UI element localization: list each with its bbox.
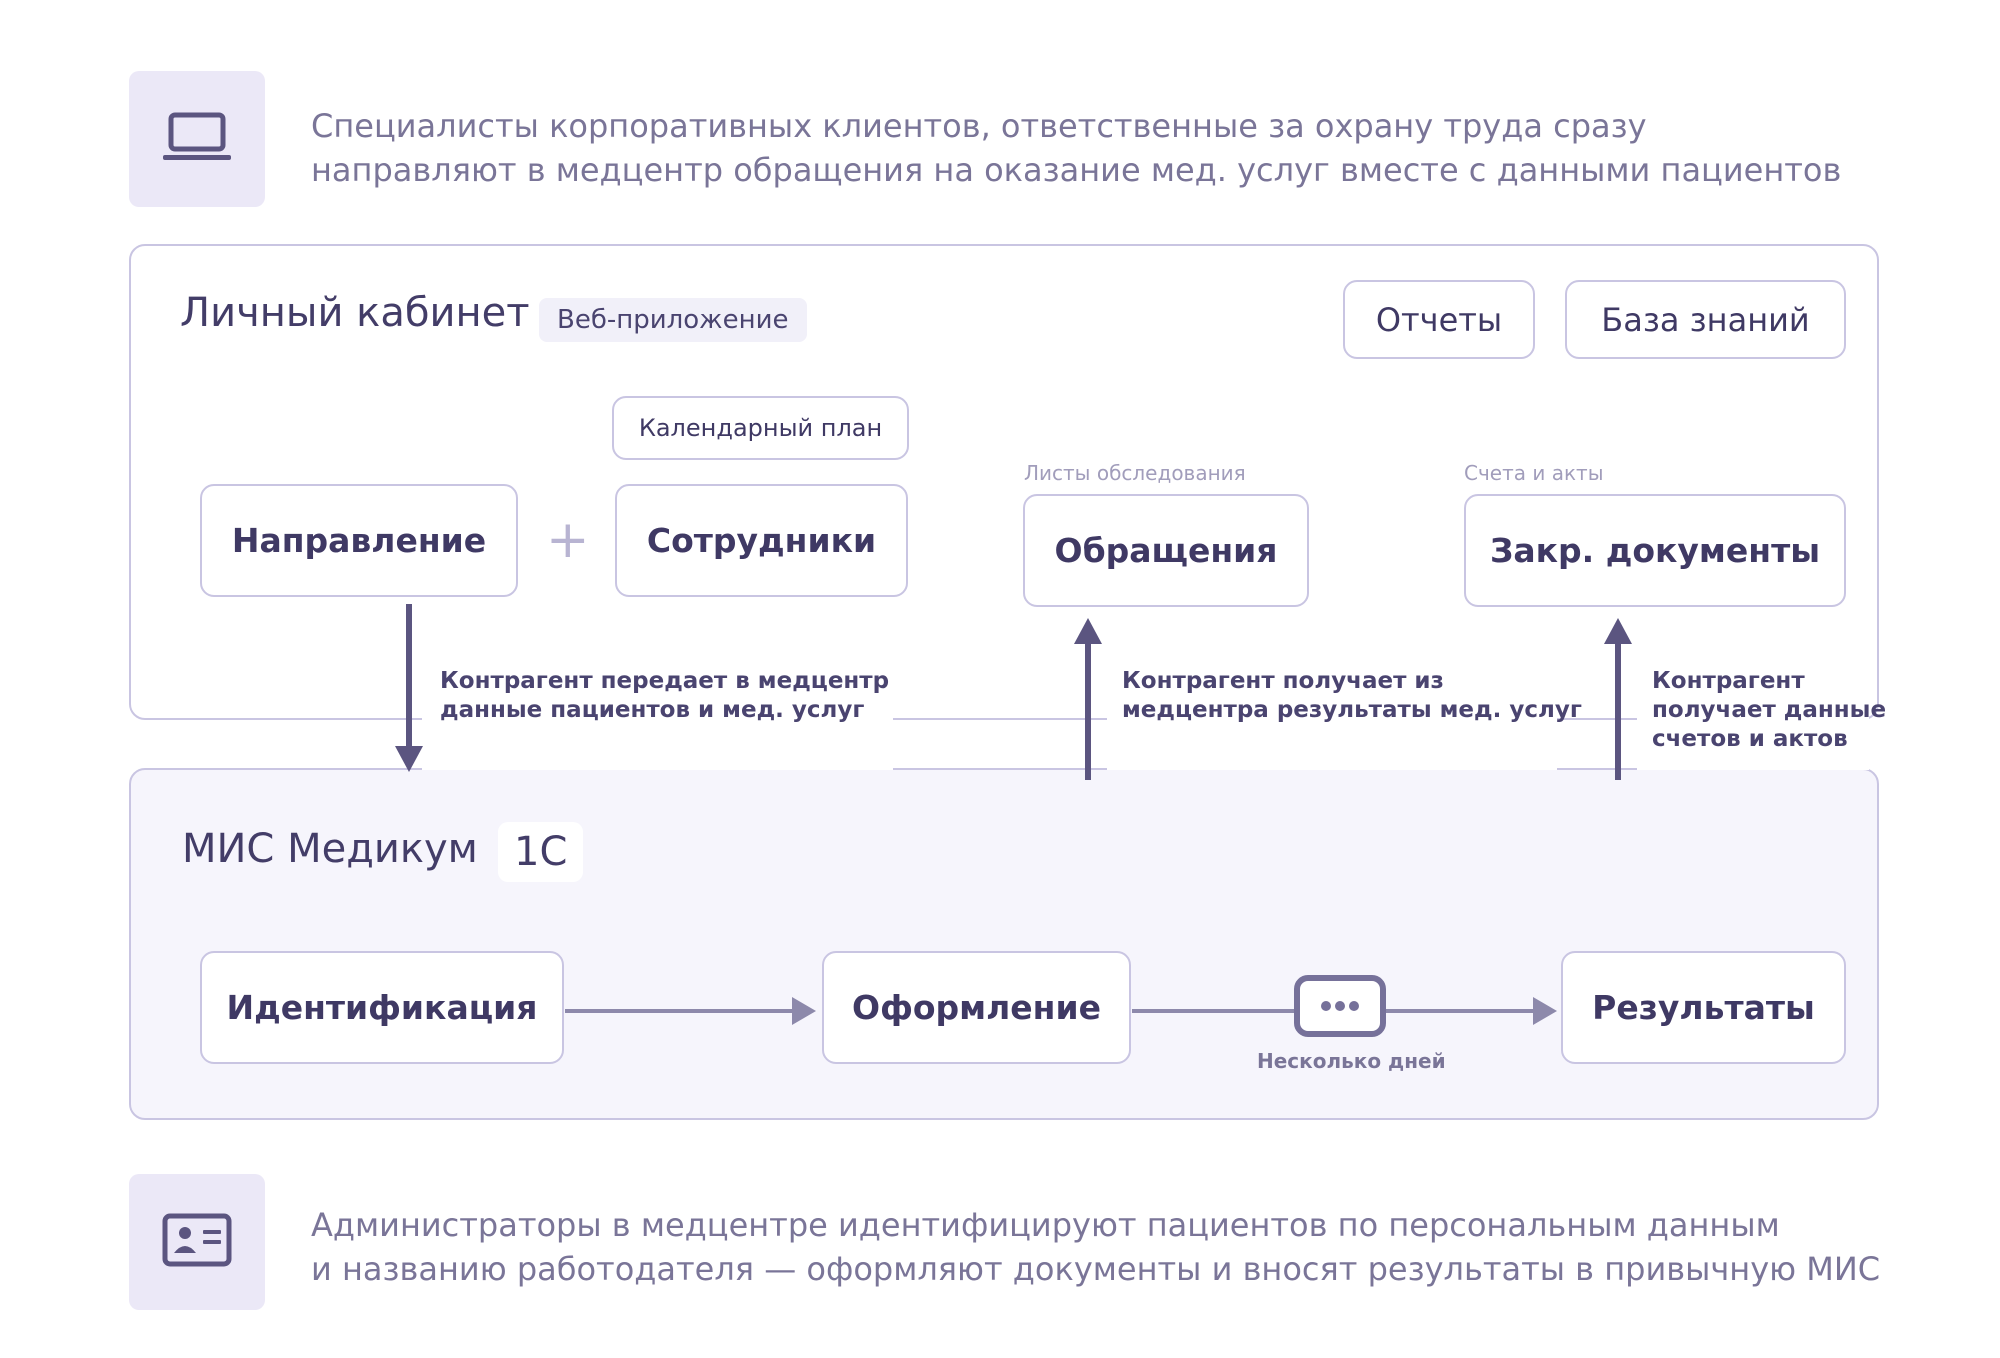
bills-note-line3: счетов и актов <box>1652 726 1848 752</box>
bills-note-line1: Контрагент <box>1652 668 1805 694</box>
calendar-plan-box[interactable]: Календарный план <box>612 396 909 460</box>
laptop-icon <box>161 107 233 171</box>
top-intro-line2: направляют в медцентр обращения на оказа… <box>311 151 1842 189</box>
plus-sign: + <box>546 510 590 570</box>
receive-note-line1: Контрагент получает из <box>1122 668 1444 694</box>
cabinet-title: Личный кабинет <box>180 290 530 336</box>
reports-button[interactable]: Отчеты <box>1343 280 1535 359</box>
top-intro-text: Специалисты корпоративных клиентов, отве… <box>311 104 1841 192</box>
bottom-intro-line2: и названию работодателя — оформляют доку… <box>311 1250 1881 1288</box>
id-card-icon <box>161 1211 233 1273</box>
appeals-caption: Листы обследования <box>1024 461 1246 485</box>
bills-note-line2: получает данные <box>1652 697 1887 723</box>
top-intro-line1: Специалисты корпоративных клиентов, отве… <box>311 107 1647 145</box>
send-note-line1: Контрагент передает в медцентр <box>440 668 890 694</box>
bottom-intro-line1: Администраторы в медцентре идентифицирую… <box>311 1206 1780 1244</box>
web-app-chip: Веб-приложение <box>539 298 807 342</box>
1c-chip: 1С <box>498 822 584 882</box>
receive-note: Контрагент получает из медцентра результ… <box>1122 667 1582 725</box>
gap-bills <box>1637 660 1869 770</box>
knowledge-base-button[interactable]: База знаний <box>1565 280 1846 359</box>
wait-label: Несколько дней <box>1257 1049 1446 1073</box>
mis-title: МИС Медикум <box>182 826 478 872</box>
laptop-icon-tile <box>129 71 265 207</box>
employees-box[interactable]: Сотрудники <box>615 484 908 597</box>
id-card-icon-tile <box>129 1174 265 1310</box>
gap-receive <box>1107 660 1557 770</box>
gap-send <box>422 660 893 770</box>
appeals-box[interactable]: Обращения <box>1023 494 1309 607</box>
send-note-line2: данные пациентов и мед. услуг <box>440 697 865 723</box>
identification-box[interactable]: Идентификация <box>200 951 564 1064</box>
mis-panel <box>129 768 1879 1120</box>
closing-docs-box[interactable]: Закр. документы <box>1464 494 1846 607</box>
bottom-intro-text: Администраторы в медцентре идентифицирую… <box>311 1203 1880 1291</box>
receive-note-line2: медцентра результаты мед. услуг <box>1122 697 1582 723</box>
results-box[interactable]: Результаты <box>1561 951 1846 1064</box>
direction-box[interactable]: Направление <box>200 484 518 597</box>
wait-dots-badge <box>1294 975 1386 1037</box>
bills-note: Контрагент получает данные счетов и акто… <box>1652 667 1886 754</box>
send-note: Контрагент передает в медцентр данные па… <box>440 667 889 725</box>
registration-box[interactable]: Оформление <box>822 951 1131 1064</box>
closing-docs-caption: Счета и акты <box>1464 461 1604 485</box>
